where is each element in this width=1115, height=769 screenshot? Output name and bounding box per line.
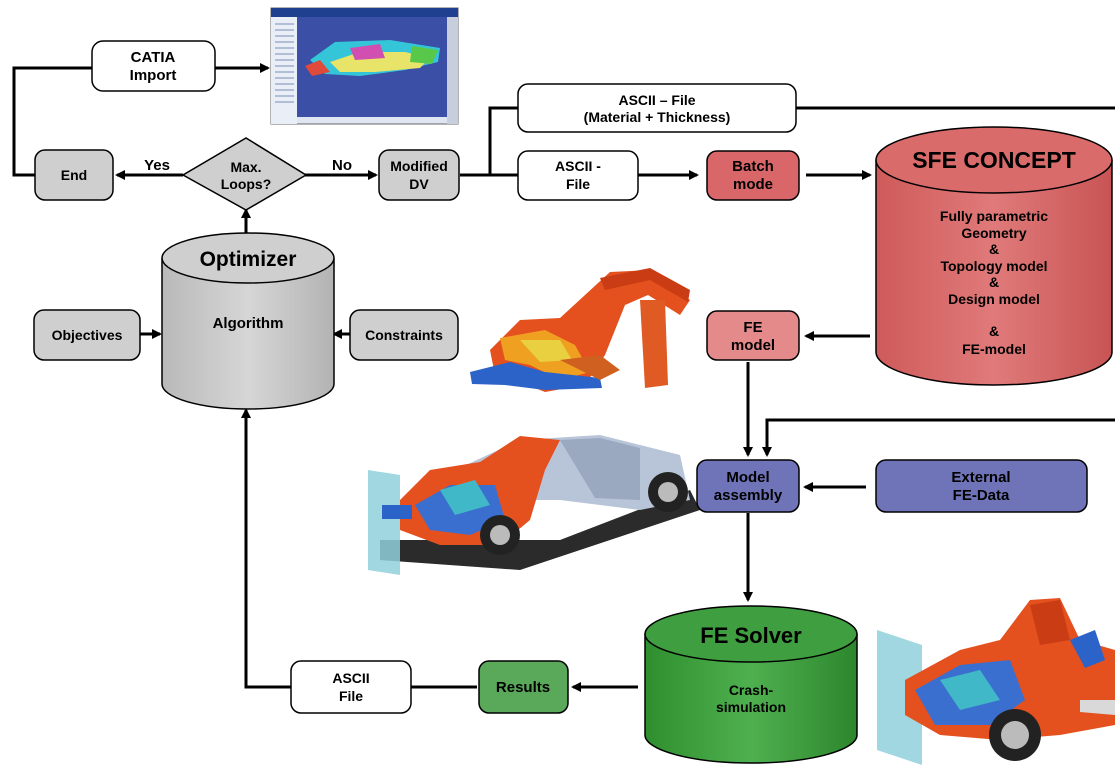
fe-solver-cylinder: FE Solver Crash- simulation — [644, 605, 858, 764]
ascii-material-label-1: ASCII – File — [618, 92, 695, 108]
ascii2-to-optimizer-arrow — [241, 408, 291, 689]
batch-mode-box: Batch mode — [706, 150, 800, 201]
sfe-line-9: FE-model — [962, 341, 1026, 357]
objectives-box: Objectives — [33, 309, 141, 361]
ascii-file-box: ASCII - File — [517, 150, 639, 201]
dv-to-ascii-material-line — [488, 106, 518, 175]
car-crash-image — [877, 598, 1115, 765]
modified-dv-label-2: DV — [409, 176, 429, 192]
connectors — [12, 63, 1115, 692]
ascii-material-label-2: (Material + Thickness) — [584, 109, 731, 125]
sfe-concept-cylinder: SFE CONCEPT Fully parametric Geometry & … — [875, 126, 1113, 386]
objectives-label: Objectives — [52, 327, 123, 343]
end-label: End — [61, 167, 87, 183]
optimizer-title: Optimizer — [200, 248, 297, 271]
car-front-structure-image — [470, 268, 690, 392]
sfe-line-2: Geometry — [961, 225, 1027, 241]
catia-import-label-2: Import — [130, 67, 177, 84]
optimizer-cylinder: Optimizer Algorithm — [161, 232, 335, 410]
sfe-line-1: Fully parametric — [940, 208, 1048, 224]
ascii-file-bottom-box: ASCII File — [290, 660, 412, 714]
modified-dv-label-1: Modified — [390, 158, 448, 174]
batch-mode-label-2: mode — [733, 176, 773, 193]
fe-solver-line-1: Crash- — [729, 682, 774, 698]
model-assembly-box: Model assembly — [696, 459, 800, 513]
external-fe-label-2: FE-Data — [953, 487, 1010, 504]
fe-model-label-2: model — [731, 337, 775, 354]
sfe-line-5: & — [989, 274, 999, 290]
batch-mode-label-1: Batch — [732, 158, 774, 175]
constraints-label: Constraints — [365, 327, 443, 343]
sfe-line-3: & — [989, 241, 999, 257]
ascii-file2-label-1: ASCII — [332, 670, 369, 686]
results-label: Results — [496, 679, 550, 696]
sfe-line-8: & — [989, 323, 999, 339]
external-fe-label-1: External — [951, 469, 1010, 486]
catia-import-label-1: CATIA — [131, 49, 176, 66]
external-fe-data-box: External FE-Data — [875, 459, 1088, 513]
model-assembly-label-2: assembly — [714, 487, 783, 504]
fe-solver-title: FE Solver — [700, 623, 802, 648]
decision-label-1: Max. — [230, 159, 261, 175]
ascii-file2-label-2: File — [339, 688, 363, 704]
yes-label: Yes — [144, 157, 170, 174]
sfe-line-6: Design model — [948, 291, 1040, 307]
car-assembly-image — [368, 435, 700, 575]
sfe-line-4: Topology model — [940, 258, 1047, 274]
catia-screenshot-image — [270, 7, 459, 125]
results-box: Results — [478, 660, 569, 714]
decision-label-2: Loops? — [221, 176, 272, 192]
ascii-file-label-2: File — [566, 176, 590, 192]
fe-model-label-1: FE — [743, 319, 762, 336]
fe-solver-line-2: simulation — [716, 699, 786, 715]
model-assembly-label-1: Model — [726, 469, 769, 486]
end-box: End — [34, 149, 114, 201]
ascii-material-box: ASCII – File (Material + Thickness) — [517, 83, 797, 133]
sfe-title: SFE CONCEPT — [912, 147, 1076, 173]
ascii-file-label-1: ASCII - — [555, 158, 601, 174]
max-loops-decision: Max. Loops? — [181, 137, 308, 211]
catia-import-box: CATIA Import — [91, 40, 216, 92]
external-line-to-assembly — [762, 418, 1115, 457]
optimizer-body: Algorithm — [213, 315, 284, 332]
fe-model-box: FE model — [706, 310, 800, 361]
modified-dv-box: Modified DV — [378, 149, 460, 201]
constraints-box: Constraints — [349, 309, 459, 361]
no-label: No — [332, 157, 352, 174]
